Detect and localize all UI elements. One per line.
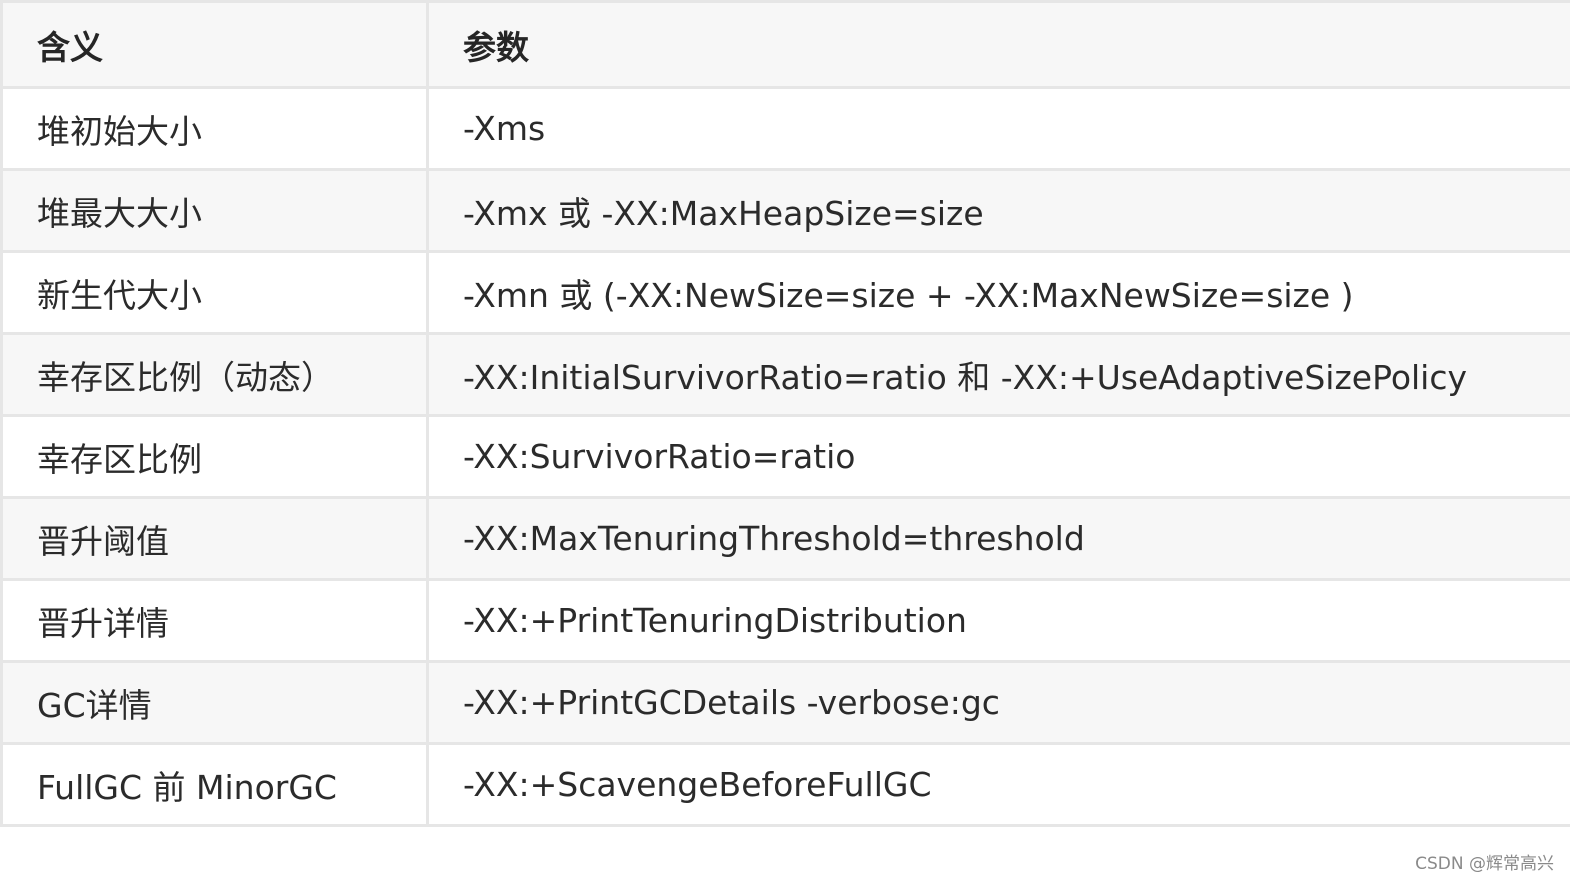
header-parameter: 参数 xyxy=(426,0,1570,89)
meaning-cell: GC详情 xyxy=(0,660,429,745)
table-row: 幸存区比例（动态） -XX:InitialSurvivorRatio=ratio… xyxy=(0,332,1570,417)
parameter-cell: -Xmx 或 -XX:MaxHeapSize=size xyxy=(426,168,1570,253)
parameter-cell: -XX:+ScavengeBeforeFullGC xyxy=(426,742,1570,827)
table-row: FullGC 前 MinorGC -XX:+ScavengeBeforeFull… xyxy=(0,742,1570,827)
meaning-cell: 晋升详情 xyxy=(0,578,429,663)
parameter-cell: -XX:SurvivorRatio=ratio xyxy=(426,414,1570,499)
table-row: GC详情 -XX:+PrintGCDetails -verbose:gc xyxy=(0,660,1570,745)
meaning-cell: 堆初始大小 xyxy=(0,86,429,171)
parameter-cell: -XX:+PrintTenuringDistribution xyxy=(426,578,1570,663)
meaning-cell: 幸存区比例（动态） xyxy=(0,332,429,417)
meaning-cell: 堆最大大小 xyxy=(0,168,429,253)
table-row: 新生代大小 -Xmn 或 (-XX:NewSize=size + -XX:Max… xyxy=(0,250,1570,335)
parameter-cell: -XX:InitialSurvivorRatio=ratio 和 -XX:+Us… xyxy=(426,332,1570,417)
parameter-cell: -XX:MaxTenuringThreshold=threshold xyxy=(426,496,1570,581)
meaning-cell: 幸存区比例 xyxy=(0,414,429,499)
jvm-params-table: 含义 参数 堆初始大小 -Xms 堆最大大小 -Xmx 或 -XX:MaxHea… xyxy=(0,0,1570,827)
meaning-cell: 晋升阈值 xyxy=(0,496,429,581)
parameter-cell: -Xms xyxy=(426,86,1570,171)
parameter-cell: -Xmn 或 (-XX:NewSize=size + -XX:MaxNewSiz… xyxy=(426,250,1570,335)
table-row: 堆初始大小 -Xms xyxy=(0,86,1570,171)
table-row: 幸存区比例 -XX:SurvivorRatio=ratio xyxy=(0,414,1570,499)
table-row: 堆最大大小 -Xmx 或 -XX:MaxHeapSize=size xyxy=(0,168,1570,253)
meaning-cell: FullGC 前 MinorGC xyxy=(0,742,429,827)
table-row: 晋升详情 -XX:+PrintTenuringDistribution xyxy=(0,578,1570,663)
table-header-row: 含义 参数 xyxy=(0,0,1570,89)
table-row: 晋升阈值 -XX:MaxTenuringThreshold=threshold xyxy=(0,496,1570,581)
parameter-cell: -XX:+PrintGCDetails -verbose:gc xyxy=(426,660,1570,745)
header-meaning: 含义 xyxy=(0,0,429,89)
watermark: CSDN @辉常高兴 xyxy=(1415,854,1554,874)
meaning-cell: 新生代大小 xyxy=(0,250,429,335)
